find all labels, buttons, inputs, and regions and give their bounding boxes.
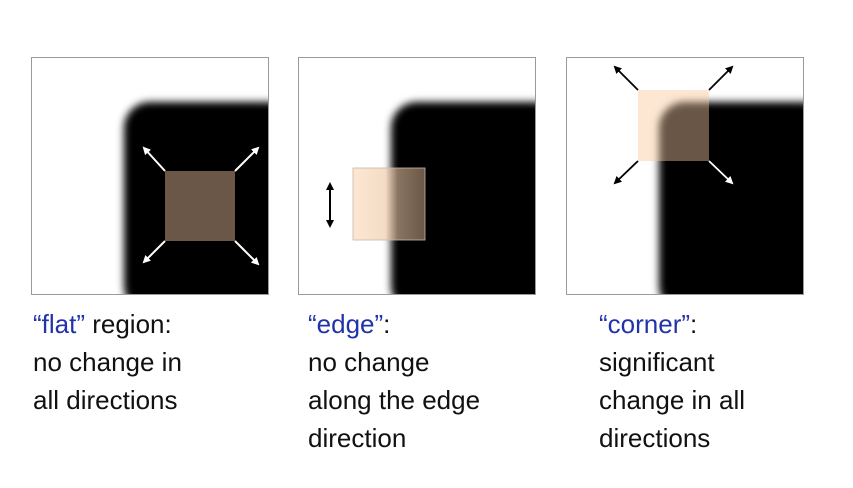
corner-term-suffix: : (690, 309, 698, 339)
flat-caption-line: no change in (33, 347, 182, 377)
arrow-down-left (613, 160, 639, 185)
corner-panel (566, 57, 804, 295)
edge-caption-line: no change (308, 347, 430, 377)
corner-caption-line: directions (599, 423, 711, 453)
arrow-down-left (142, 240, 166, 264)
arrow-up-left (142, 146, 166, 172)
black-object-shape (391, 102, 535, 294)
arrow-up-left (613, 65, 639, 91)
flat-region-panel (31, 57, 269, 295)
flat-term-suffix: region: (85, 309, 172, 339)
corner-caption-line: change in all (599, 385, 745, 415)
arrow-down-right (234, 240, 260, 266)
edge-term-suffix: : (383, 309, 391, 339)
edge-term: “edge” (308, 309, 384, 339)
edge-panel (298, 57, 536, 295)
edge-caption-line: direction (308, 423, 407, 453)
corner-caption-line: significant (599, 347, 715, 377)
arrow-up-right (234, 146, 260, 172)
flat-term: “flat” (33, 309, 85, 339)
corner-caption-heading: “corner”: (599, 305, 745, 343)
corner-illustration (613, 65, 803, 294)
window-square (165, 171, 235, 241)
flat-caption: “flat” region: no change in all directio… (33, 305, 182, 419)
edge-caption-heading: “edge”: (308, 305, 480, 343)
corner-term: “corner” (599, 309, 691, 339)
edge-illustration (326, 102, 535, 294)
window-square (352, 167, 426, 241)
flat-caption-line: all directions (33, 385, 178, 415)
arrow-up-right (708, 65, 734, 91)
flat-caption-heading: “flat” region: (33, 305, 182, 343)
flat-region-illustration (124, 102, 268, 294)
corner-caption: “corner”: significant change in all dire… (599, 305, 745, 457)
edge-caption: “edge”: no change along the edge directi… (308, 305, 480, 457)
arrow-down-right (708, 160, 734, 185)
edge-caption-line: along the edge (308, 385, 481, 415)
